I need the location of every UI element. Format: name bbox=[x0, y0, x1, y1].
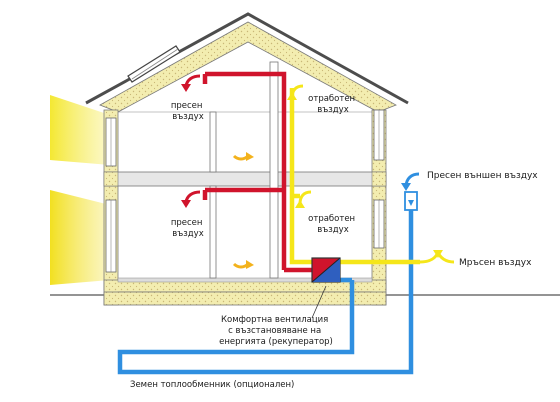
label-fresh-air-upper: пресен въздух bbox=[171, 101, 205, 122]
duct-shaft bbox=[269, 61, 279, 279]
label-fresh-outside-air: Пресен външен въздух bbox=[427, 171, 538, 181]
sun-rays-lower bbox=[50, 190, 110, 285]
sun-rays-upper bbox=[50, 95, 110, 165]
label-ground-exchanger: Земен топлообменник (опционален) bbox=[130, 380, 294, 390]
heat-exchanger-icon bbox=[311, 257, 341, 283]
label-exhaust-air-lower: отработен въздух bbox=[308, 214, 358, 235]
exhaust-air-arrow-icon-lower bbox=[298, 190, 312, 205]
partition-lower bbox=[209, 185, 217, 279]
partition-upper bbox=[209, 111, 217, 173]
warm-air-arrow-icon-upper bbox=[232, 152, 254, 161]
label-dirty-air: Мръсен въздух bbox=[459, 258, 532, 268]
unit-leader-line bbox=[311, 285, 327, 319]
warm-air-arrow-icon-lower bbox=[232, 260, 254, 269]
fresh-air-duct bbox=[205, 71, 287, 270]
label-fresh-air-lower: пресен въздух bbox=[171, 218, 205, 239]
middle-floor bbox=[103, 171, 387, 187]
ground-exchanger-duct bbox=[117, 200, 414, 375]
label-exhaust-air-upper: отработен въздух bbox=[308, 94, 358, 115]
exhaust-air-duct bbox=[289, 88, 318, 265]
label-unit-caption: Комфортна вентилация с възстановяване на… bbox=[219, 315, 333, 347]
